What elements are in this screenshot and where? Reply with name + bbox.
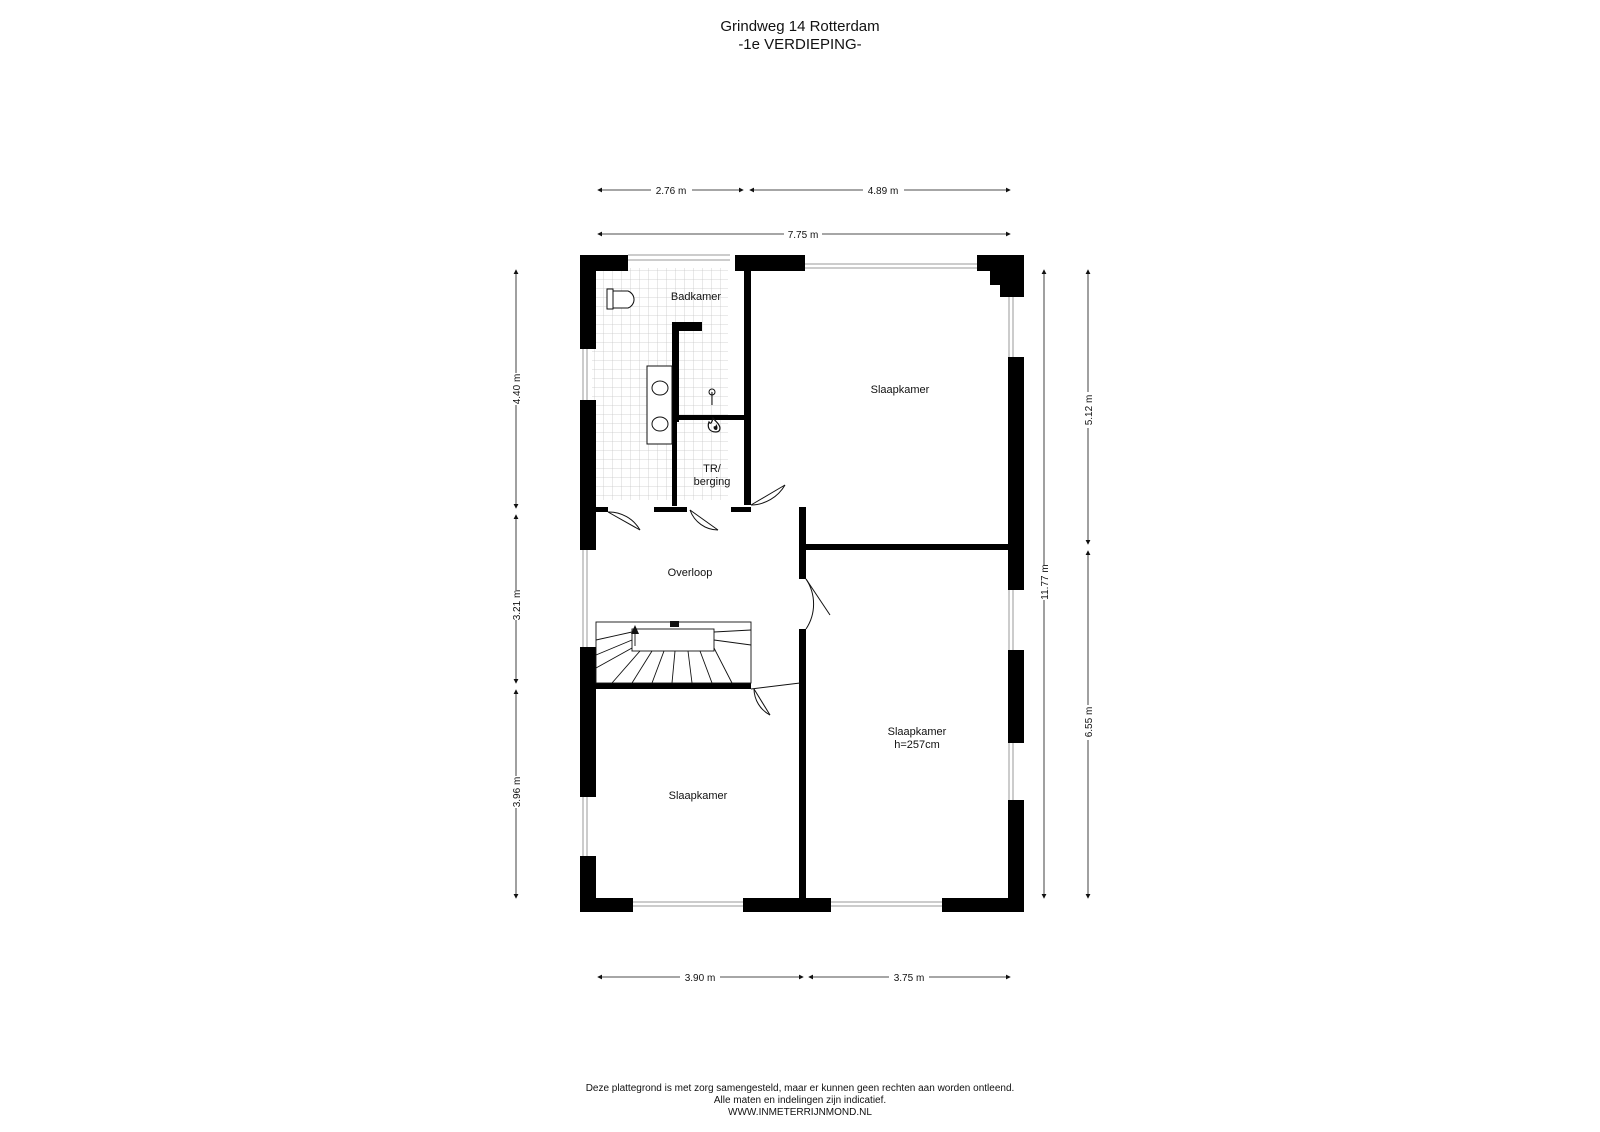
dim-bottom-right: 3.75 m [894,973,925,984]
room-label-slaapkamer-bottom: Slaapkamer [669,790,728,802]
plan-address: Grindweg 14 Rotterdam [720,18,880,35]
room-label-overloop: Overloop [668,567,713,579]
dim-right-total: 11.77 m [1040,564,1051,599]
dimension-lines [513,187,1091,980]
plan-floor-label: -1e VERDIEPING- [738,36,862,53]
dim-top-total: 7.75 m [788,230,819,241]
disclaimer-line-2: Alle maten en indelingen zijn indicatief… [713,1095,887,1106]
room-label-slaapkamer-right: Slaapkamer [888,726,947,738]
dim-bottom-left: 3.90 m [685,973,716,984]
disclaimer-line-1: Deze plattegrond is met zorg samengestel… [585,1083,1015,1094]
stair-post [670,621,679,627]
toilet-icon [606,288,635,310]
staircase [595,621,752,684]
room-label-berging: berging [694,476,731,488]
windows [582,254,1014,907]
dim-left-bottom: 3.96 m [512,777,523,808]
dim-far-right-top: 5.12 m [1084,395,1095,426]
boiler-flame-icon [707,416,721,433]
dim-top-left: 2.76 m [656,186,687,197]
dim-left-top: 4.40 m [512,374,523,405]
room-label-slaapkamer-top: Slaapkamer [871,384,930,396]
stair-arrow-icon [631,625,639,634]
dim-left-middle: 3.21 m [512,590,523,621]
room-label-badkamer: Badkamer [671,291,721,303]
website-url: WWW.INMETERRIJNMOND.NL [728,1107,872,1118]
shower-icon [708,388,716,405]
room-label-tr: TR/ [703,463,722,475]
dim-top-right: 4.89 m [868,186,899,197]
sink-icon [646,365,673,445]
dim-far-right-bottom: 6.55 m [1084,707,1095,738]
doors [607,484,831,716]
walls [580,255,1024,912]
room-label-ceiling-height: h=257cm [894,739,940,751]
